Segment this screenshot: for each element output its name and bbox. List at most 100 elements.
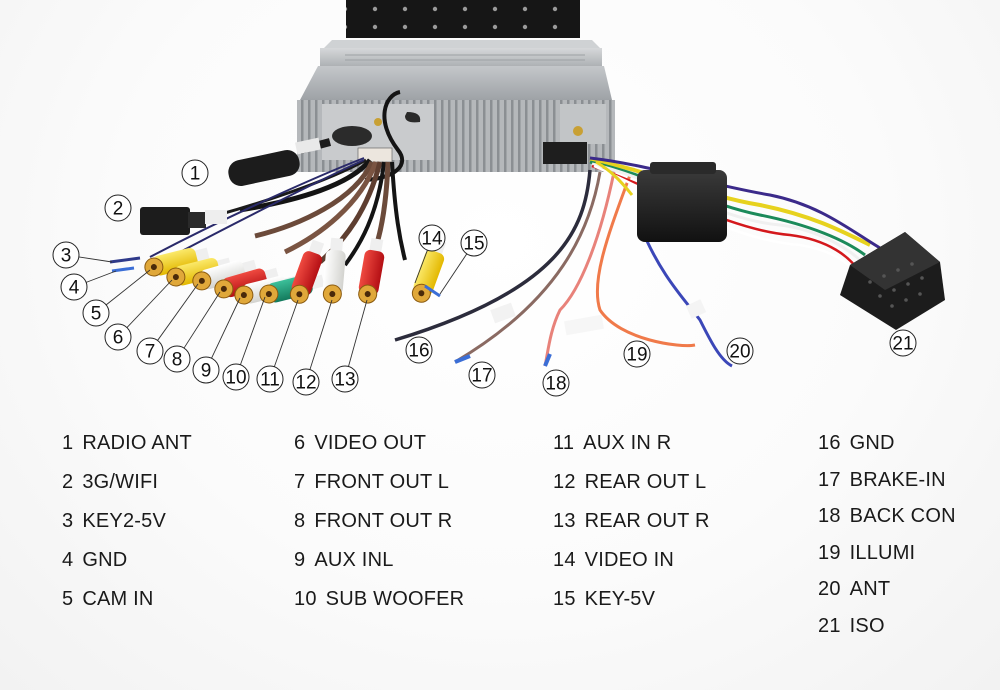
callout-circle (222, 363, 250, 391)
legend-label: BRAKE-IN (849, 468, 946, 491)
iso-pin (890, 304, 894, 308)
callout-circle (726, 337, 754, 365)
callout-number: 18 (545, 374, 566, 395)
leader-line (439, 253, 468, 295)
legend-label: FRONT OUT R (314, 510, 453, 532)
callout-number: 20 (729, 342, 750, 363)
callout-number: 11 (260, 370, 280, 391)
callout-circle (889, 329, 917, 357)
legend-number: 14 (553, 549, 576, 571)
callout-number: 6 (113, 328, 124, 349)
callout-10: 10 (222, 296, 266, 391)
callout-number: 3 (61, 246, 72, 267)
loose-wires (394, 169, 733, 368)
legend-label: RADIO ANT (82, 432, 192, 454)
legend-number: 13 (553, 510, 576, 532)
callout-circle (460, 229, 488, 257)
rca-plug (289, 239, 325, 304)
callout-number: 19 (626, 345, 647, 366)
callout-number: 14 (421, 229, 443, 250)
iso-pin (918, 292, 922, 296)
leader-line (240, 296, 266, 365)
leader-line (85, 270, 117, 283)
callout-circle (163, 345, 191, 373)
callout-11: 11 (256, 299, 299, 393)
callout-3: 3 (52, 241, 113, 269)
callout-circle (292, 368, 320, 396)
legend-item: 1 RADIO ANT (62, 432, 192, 455)
rca-plugs (144, 237, 447, 305)
callout-number: 17 (471, 366, 492, 387)
callout-21: 21 (889, 329, 917, 357)
callout-circle (136, 337, 164, 365)
callout-17: 17 (468, 361, 496, 389)
callout-number: 7 (145, 342, 156, 363)
callout-number: 9 (201, 361, 212, 382)
callout-circle (468, 361, 496, 389)
legend-item: 10 SUB WOOFER (294, 588, 464, 611)
callout-18: 18 (542, 369, 570, 397)
callout-number: 4 (69, 278, 80, 299)
legend-label: SUB WOOFER (325, 588, 465, 610)
callout-number: 1 (190, 164, 201, 185)
legend-number: 10 (294, 588, 317, 610)
callout-circle (418, 224, 446, 252)
legend-label: REAR OUT L (584, 471, 707, 493)
iso-pin (910, 262, 914, 266)
legend-number: 9 (294, 549, 306, 571)
iso-harness (589, 156, 881, 276)
legend-number: 1 (62, 432, 74, 454)
leader-line (414, 250, 428, 284)
iso-pin (896, 268, 900, 272)
callout-7: 7 (136, 283, 199, 365)
key-5v-wire-tip (424, 284, 441, 298)
legend-number: 2 (62, 471, 74, 493)
callout-circle (256, 365, 284, 393)
legend-label: ISO (849, 614, 885, 637)
legend-number: 18 (818, 505, 841, 527)
leader-line (183, 291, 221, 349)
iso-connector (840, 232, 945, 330)
chassis-connectors (332, 90, 587, 182)
callout-4: 4 (60, 270, 117, 301)
callout-5: 5 (82, 269, 151, 327)
callout-8: 8 (163, 291, 221, 373)
legend-number: 8 (294, 510, 306, 532)
legend-label: KEY2-5V (82, 510, 166, 532)
callout-number: 15 (463, 234, 484, 255)
callout-1: 1 (181, 159, 209, 187)
iso-pin (906, 282, 910, 286)
usb-wifi-plug (140, 207, 227, 235)
callout-number: 21 (892, 334, 913, 355)
callout-19: 19 (623, 340, 651, 368)
legend-number: 5 (62, 588, 74, 610)
callout-20: 20 (726, 337, 754, 365)
legend-number: 11 (553, 432, 575, 454)
legend-label: GND (849, 432, 895, 454)
rca-plug (322, 237, 346, 304)
legend-label: VIDEO OUT (314, 432, 427, 454)
callout-circle (542, 369, 570, 397)
head-unit-faceplate (346, 0, 580, 38)
callout-6: 6 (104, 279, 173, 351)
legend-number: 7 (294, 471, 306, 493)
callout-circle (623, 340, 651, 368)
legend-number: 16 (818, 432, 841, 454)
leader-line (211, 297, 241, 359)
legend-number: 4 (62, 549, 74, 571)
